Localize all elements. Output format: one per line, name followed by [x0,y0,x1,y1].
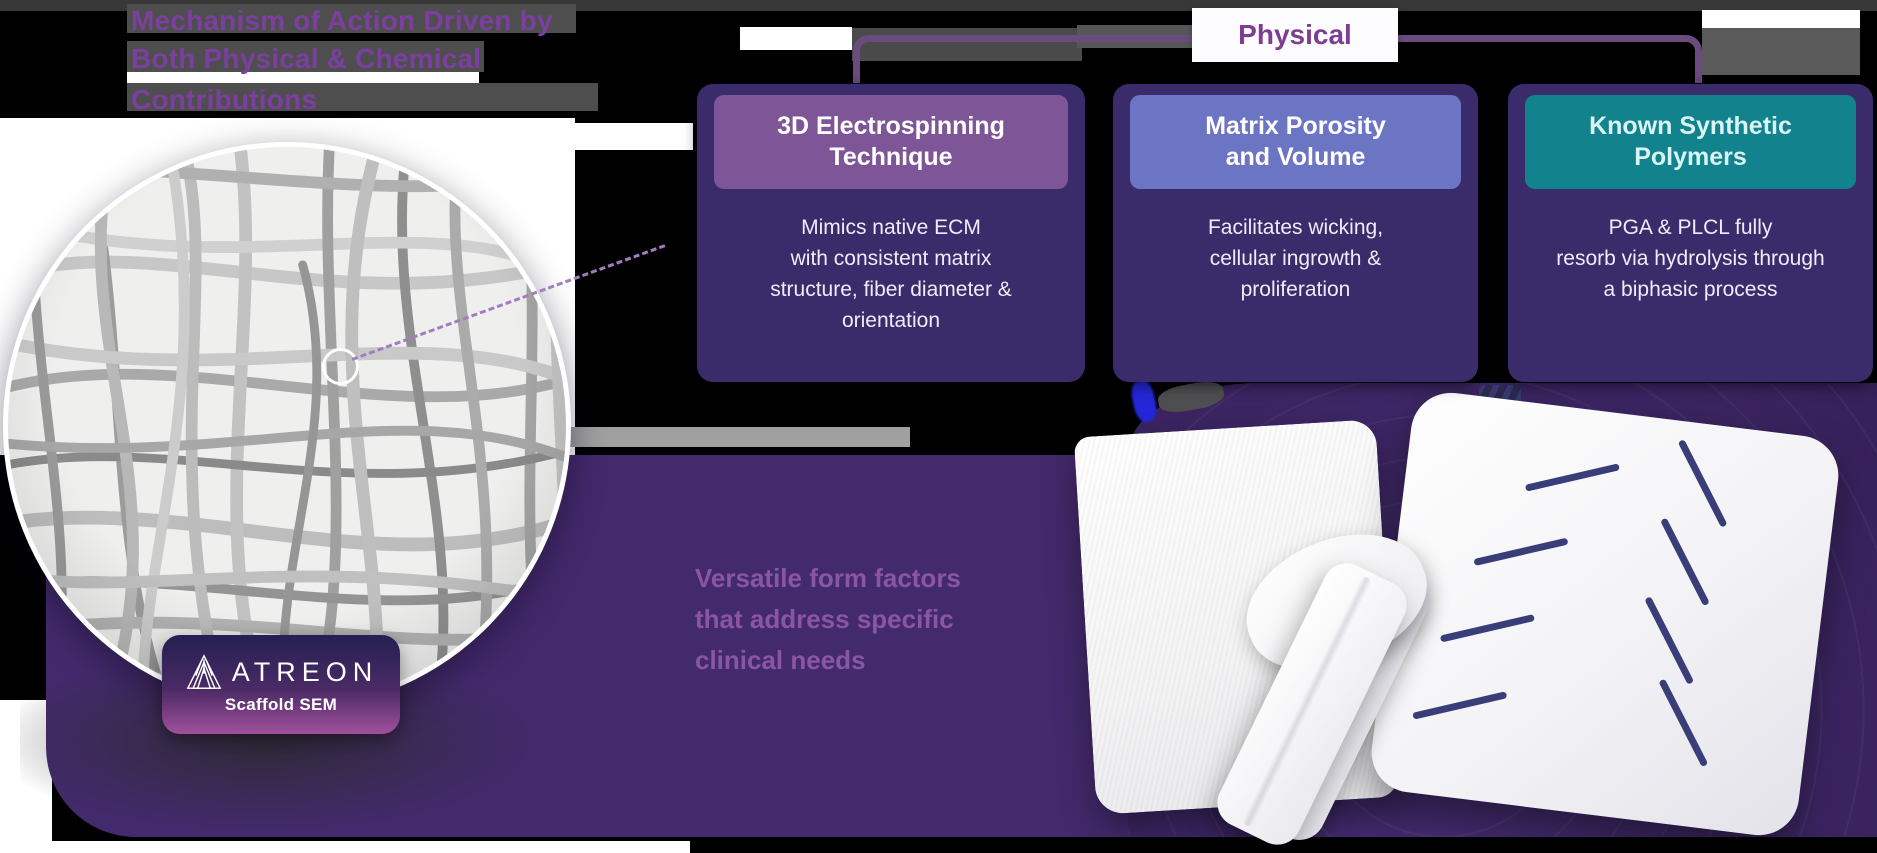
badge-caption: Scaffold SEM [224,695,338,714]
white-top-right [1702,10,1860,28]
white-bottom-strip [0,841,690,853]
white-tab [575,123,693,150]
sheet-slit [1473,537,1569,567]
blue-glitch-streak [1128,378,1160,424]
atreon-brand: ATREON [231,656,379,687]
title-bg-bar-3 [127,83,598,111]
title-line-1: Mechanism of Action Driven by [131,5,553,36]
title-line-2: Both Physical & Chemical [131,43,482,74]
gray-mid-strip [480,427,910,447]
sheet-slit [1658,678,1709,768]
product-sheet-slitted [1367,388,1843,840]
title-bg-bar-2 [127,41,484,72]
sheet-slit [1660,517,1710,607]
sheet-slit [1677,439,1728,528]
gray-top-mid [852,28,1082,61]
atreon-badge: ATREON Scaffold SEM [162,635,400,734]
title-bg-bar-1 [127,4,576,33]
gray-top-right [1702,28,1860,75]
card-matrix-porosity-body: Facilitates wicking,cellular ingrowth &p… [1207,216,1384,301]
scaffold-sem-image [3,142,571,710]
title-white-bar [127,72,479,83]
physical-label: Physical [1192,8,1398,62]
top-gray-strip [0,0,1877,11]
sheet-slit [1439,614,1535,643]
sem-annotation-circle [322,348,359,385]
sheet-slit [1412,691,1508,720]
title-line-3: Contributions [131,84,318,115]
bracket-right-segment [1398,35,1702,83]
white-top-mid [740,27,852,50]
sem-vignette [8,147,566,705]
sheet-slit [1644,596,1695,685]
atreon-triangles-icon [186,654,222,689]
bracket-left-segment [853,35,1192,83]
sheet-slit [1524,463,1620,492]
